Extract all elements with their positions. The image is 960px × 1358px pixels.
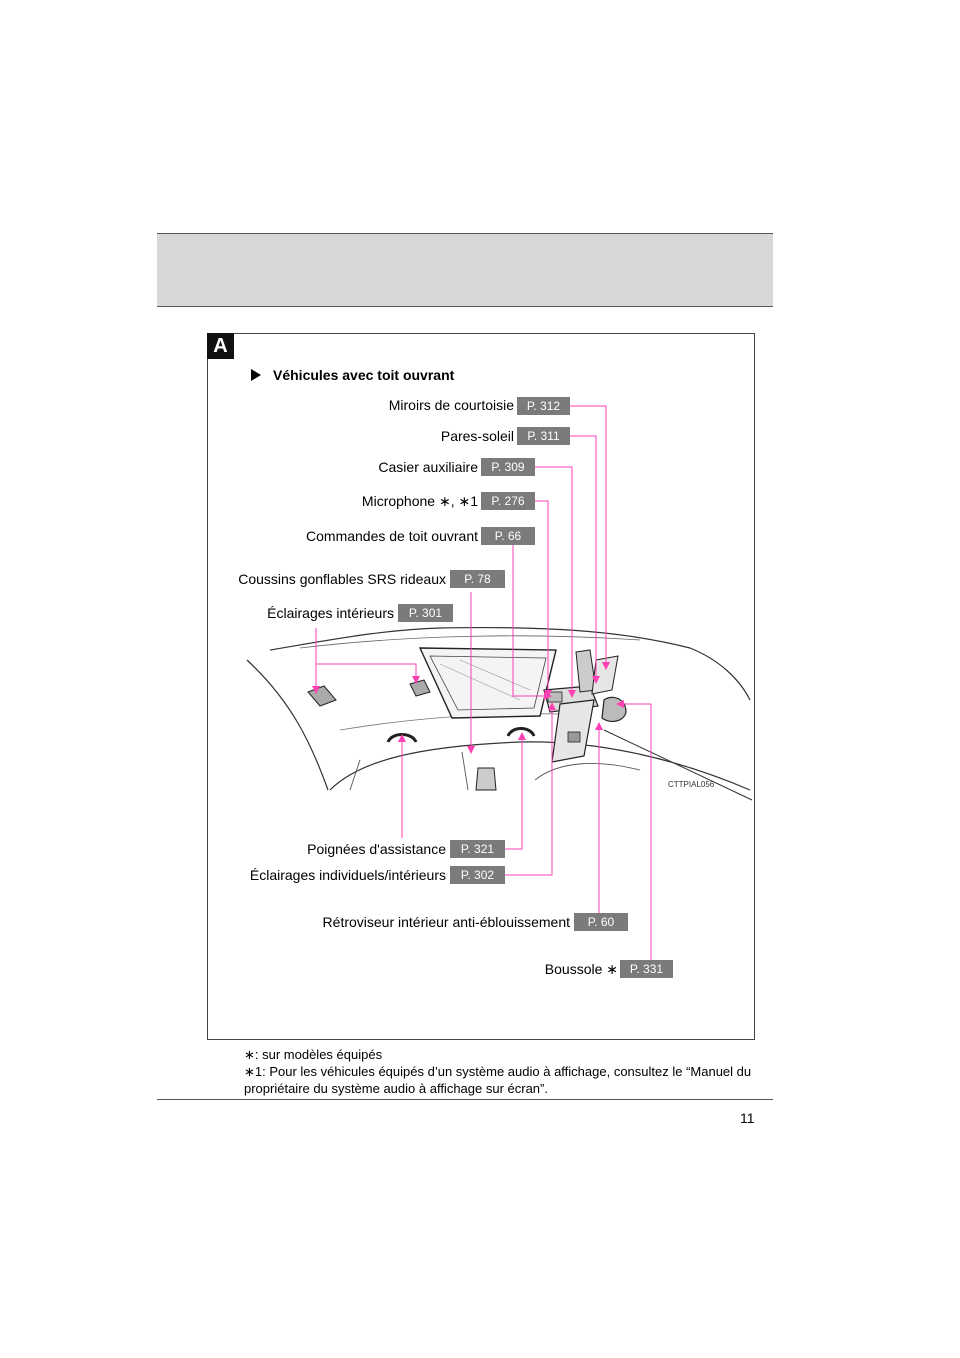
section-badge: A <box>207 333 234 359</box>
callout-label: Coussins gonflables SRS rideaux <box>238 571 446 587</box>
section-heading: Véhicules avec toit ouvrant <box>251 367 454 383</box>
page-ref[interactable]: P. 321 <box>450 840 505 858</box>
page-ref[interactable]: P. 311 <box>517 427 570 445</box>
callout-label: Éclairages individuels/intérieurs <box>249 867 446 883</box>
page-ref[interactable]: P. 302 <box>450 866 505 884</box>
callout-label: Microphone ∗, ∗1 <box>361 493 478 509</box>
footnote-equipped: ∗: sur modèles équipés <box>244 1047 383 1062</box>
page-ref[interactable]: P. 312 <box>517 397 570 415</box>
page-ref[interactable]: P. 60 <box>574 913 628 931</box>
page-ref[interactable]: P. 78 <box>450 570 505 588</box>
callout-label: Rétroviseur intérieur anti-éblouissement <box>322 914 570 930</box>
page-ref[interactable]: P. 276 <box>481 492 535 510</box>
callout-label: Casier auxiliaire <box>378 459 478 475</box>
page-ref[interactable]: P. 66 <box>481 527 535 545</box>
page-number: 11 <box>740 1110 755 1126</box>
callout-label: Éclairages intérieurs <box>267 605 394 621</box>
page-ref[interactable]: P. 301 <box>398 604 453 622</box>
callout-label: Boussole ∗ <box>544 961 618 977</box>
image-code: CTTPIAL056 <box>668 780 715 789</box>
illustration-frame <box>207 333 755 1040</box>
header-band <box>157 233 773 307</box>
triangle-bullet-icon <box>251 369 261 381</box>
page-ref[interactable]: P. 331 <box>620 960 673 978</box>
callout-label: Pares-soleil <box>440 428 514 444</box>
bottom-rule <box>157 1099 773 1100</box>
callout-label: Commandes de toit ouvrant <box>306 528 478 544</box>
section-title: Véhicules avec toit ouvrant <box>273 367 455 383</box>
callout-label: Miroirs de courtoisie <box>388 397 514 413</box>
footnote-audio: ∗1: Pour les véhicules équipés d’un syst… <box>244 1064 752 1096</box>
callout-label: Poignées d'assistance <box>307 841 446 857</box>
page-ref[interactable]: P. 309 <box>481 458 535 476</box>
